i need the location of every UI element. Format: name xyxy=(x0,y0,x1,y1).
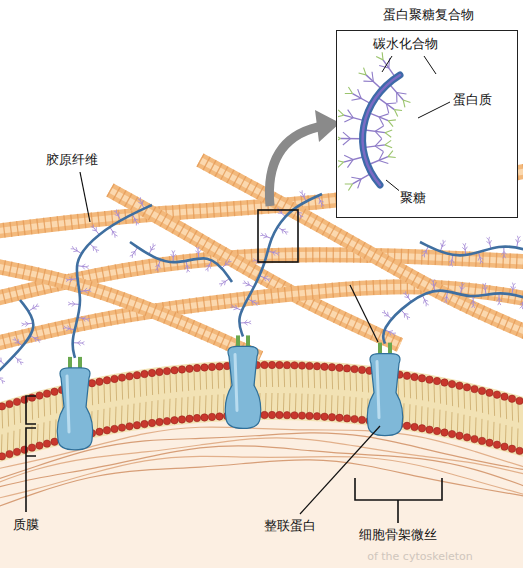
part-label: 碳水化合物 xyxy=(372,36,439,52)
zoom-square xyxy=(258,210,298,262)
part-label: 胶原纤维 xyxy=(45,152,99,168)
inset-box: 蛋白聚糖复合物 xyxy=(336,30,518,218)
watermark: of the cytoskeleton xyxy=(366,549,474,565)
proteoglycan-detail xyxy=(334,30,518,218)
integrins xyxy=(57,335,403,449)
leader-lines xyxy=(26,172,442,523)
inset-title: 蛋白聚糖复合物 xyxy=(383,7,474,23)
part-label: 聚糖 xyxy=(399,190,427,206)
part-label: 蛋白质 xyxy=(452,92,493,108)
zoom-arrow xyxy=(269,110,340,206)
plasma-membrane xyxy=(0,360,523,462)
proteoglycans xyxy=(0,190,523,383)
part-label: 质膜 xyxy=(12,517,40,533)
part-label: 细胞骨架微丝 xyxy=(358,527,438,543)
part-label: 整联蛋白 xyxy=(263,518,317,534)
